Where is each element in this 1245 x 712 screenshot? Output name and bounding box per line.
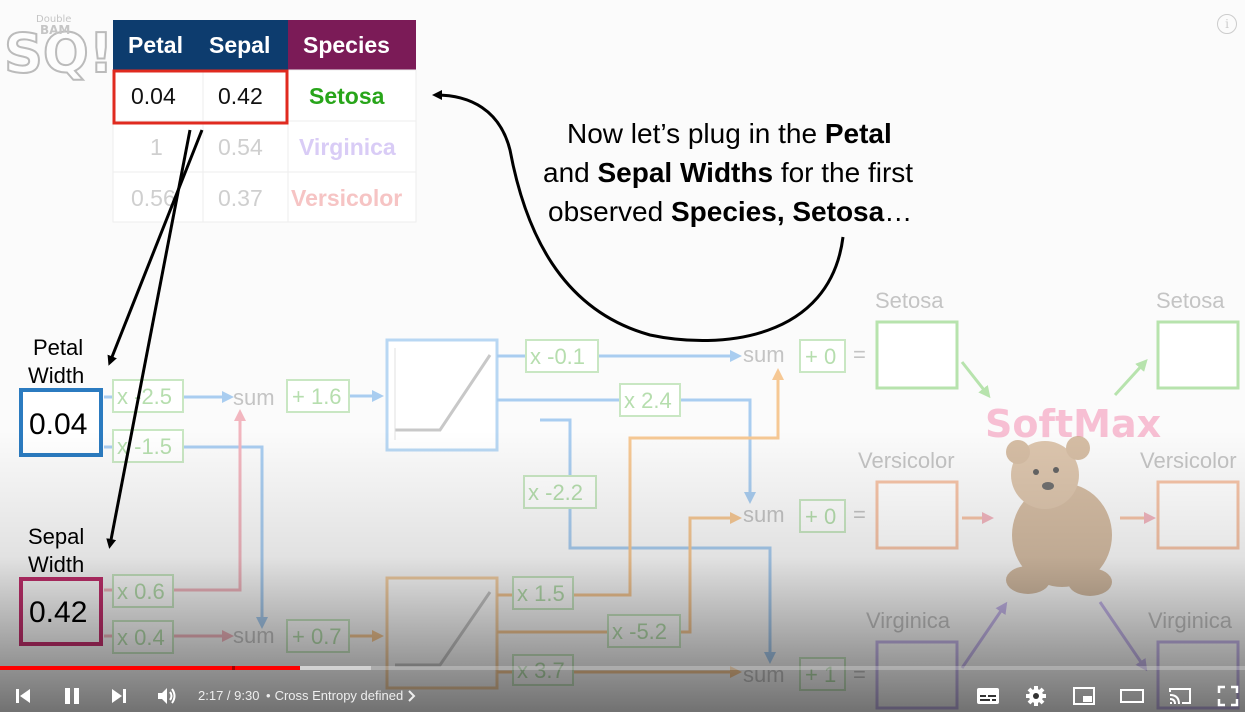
weight-label: x -2.2 (528, 480, 583, 505)
weight-label: x 0.4 (117, 625, 165, 650)
table-cell: Setosa (309, 83, 385, 109)
sum-label: sum (743, 342, 785, 367)
weight-label: x 0.6 (117, 579, 165, 604)
output-label: Virginica (866, 608, 951, 633)
output-label: Versicolor (1140, 448, 1237, 473)
svg-text:Sepal: Sepal (28, 524, 84, 549)
weight-label: x 1.5 (517, 581, 565, 606)
bias-label: + 0 (805, 344, 836, 369)
next-icon (112, 689, 126, 703)
fullscreen-button[interactable] (1214, 682, 1242, 710)
theater-button[interactable] (1118, 682, 1146, 710)
table-cell: 0.42 (218, 83, 263, 109)
subtitles-button[interactable] (974, 682, 1002, 710)
progress-played (0, 666, 301, 670)
settings-icon (1026, 686, 1046, 706)
output-label: Versicolor (858, 448, 955, 473)
logo-small-text: Double (36, 14, 71, 25)
separator: • (266, 688, 271, 703)
table-cell: 0.04 (131, 83, 176, 109)
weight-label: x 2.4 (624, 388, 672, 413)
pause-icon (65, 688, 79, 704)
svg-text:Width: Width (28, 552, 84, 577)
prev-icon (16, 689, 30, 703)
theater-icon (1120, 689, 1144, 703)
chapter-button[interactable]: • Cross Entropy defined (266, 688, 417, 703)
output-label: Setosa (875, 288, 944, 313)
svg-text:0.42: 0.42 (29, 596, 87, 629)
bias-label: + 0 (805, 504, 836, 529)
teddy-bear-image (1006, 436, 1112, 596)
next-button[interactable] (106, 682, 132, 710)
output-label: Setosa (1156, 288, 1225, 313)
bias-label: + 0.7 (292, 624, 342, 649)
table-cell: 0.56 (131, 185, 176, 211)
chapter-marker (232, 666, 235, 670)
table-cell: 1 (150, 134, 163, 160)
table-cell: Virginica (299, 134, 396, 160)
svg-text:and Sepal Widths for the first: and Sepal Widths for the first (543, 157, 913, 188)
svg-text:Petal: Petal (33, 335, 83, 360)
output-label: Virginica (1148, 608, 1233, 633)
info-icon[interactable]: i (1217, 14, 1237, 34)
cast-button[interactable] (1166, 682, 1194, 710)
progress-bar[interactable] (0, 666, 1245, 670)
table-header: Sepal (209, 32, 270, 58)
equals-label: = (853, 342, 866, 367)
petal-width-input: Petal Width 0.04 (19, 335, 103, 457)
sum-label: sum (743, 502, 785, 527)
table-header: Species (303, 32, 390, 58)
weight-label: x 3.7 (517, 658, 565, 683)
cast-icon (1169, 688, 1191, 705)
chevron-right-icon (408, 689, 416, 702)
weight-label: x -5.2 (612, 619, 667, 644)
table-cell: 0.54 (218, 134, 263, 160)
network-diagram: x -2.5 x -1.5 x 0.6 x 0.4 sum sum + 1.6 … (104, 288, 1240, 710)
sum-label: sum (233, 385, 275, 410)
svg-text:observed Species, Setosa…: observed Species, Setosa… (548, 196, 912, 227)
volume-icon (158, 688, 176, 704)
bias-label: + 1.6 (292, 384, 342, 409)
sepal-width-input: Sepal Width 0.42 (19, 524, 103, 646)
sum-label: sum (233, 623, 275, 648)
settings-button[interactable] (1022, 682, 1050, 710)
weight-label: x -0.1 (530, 344, 585, 369)
weight-label: x -1.5 (117, 434, 172, 459)
miniplayer-icon (1073, 687, 1095, 705)
arrow-to-petal (107, 129, 204, 366)
pause-button[interactable] (58, 682, 86, 710)
caption-text: Now let’s plug in the Petal and Sepal Wi… (543, 118, 913, 227)
subtitles-icon (977, 688, 999, 704)
statquest-logo: SQ! Double BAM (3, 14, 114, 86)
volume-button[interactable] (153, 682, 181, 710)
data-table: Petal Sepal Species 0.04 0.42 Setosa 1 0… (112, 20, 417, 223)
time-display: 2:17 / 9:30 (198, 688, 260, 703)
highlight-box (112, 69, 289, 125)
logo-text: SQ! (4, 22, 113, 85)
fullscreen-icon (1217, 685, 1239, 707)
svg-text:0.04: 0.04 (29, 408, 87, 441)
svg-text:Now let’s plug in the Petal: Now let’s plug in the Petal (567, 118, 892, 149)
table-header: Petal (128, 32, 183, 58)
table-cell: Versicolor (291, 185, 402, 211)
table-cell: 0.37 (218, 185, 263, 211)
prev-button[interactable] (10, 682, 36, 710)
svg-text:Width: Width (28, 363, 84, 388)
weight-label: x -2.5 (117, 384, 172, 409)
chapter-title: Cross Entropy defined (274, 688, 404, 703)
logo-bam-text: BAM (40, 23, 70, 37)
curved-arrow (432, 90, 845, 343)
equals-label: = (853, 502, 866, 527)
miniplayer-button[interactable] (1070, 682, 1098, 710)
